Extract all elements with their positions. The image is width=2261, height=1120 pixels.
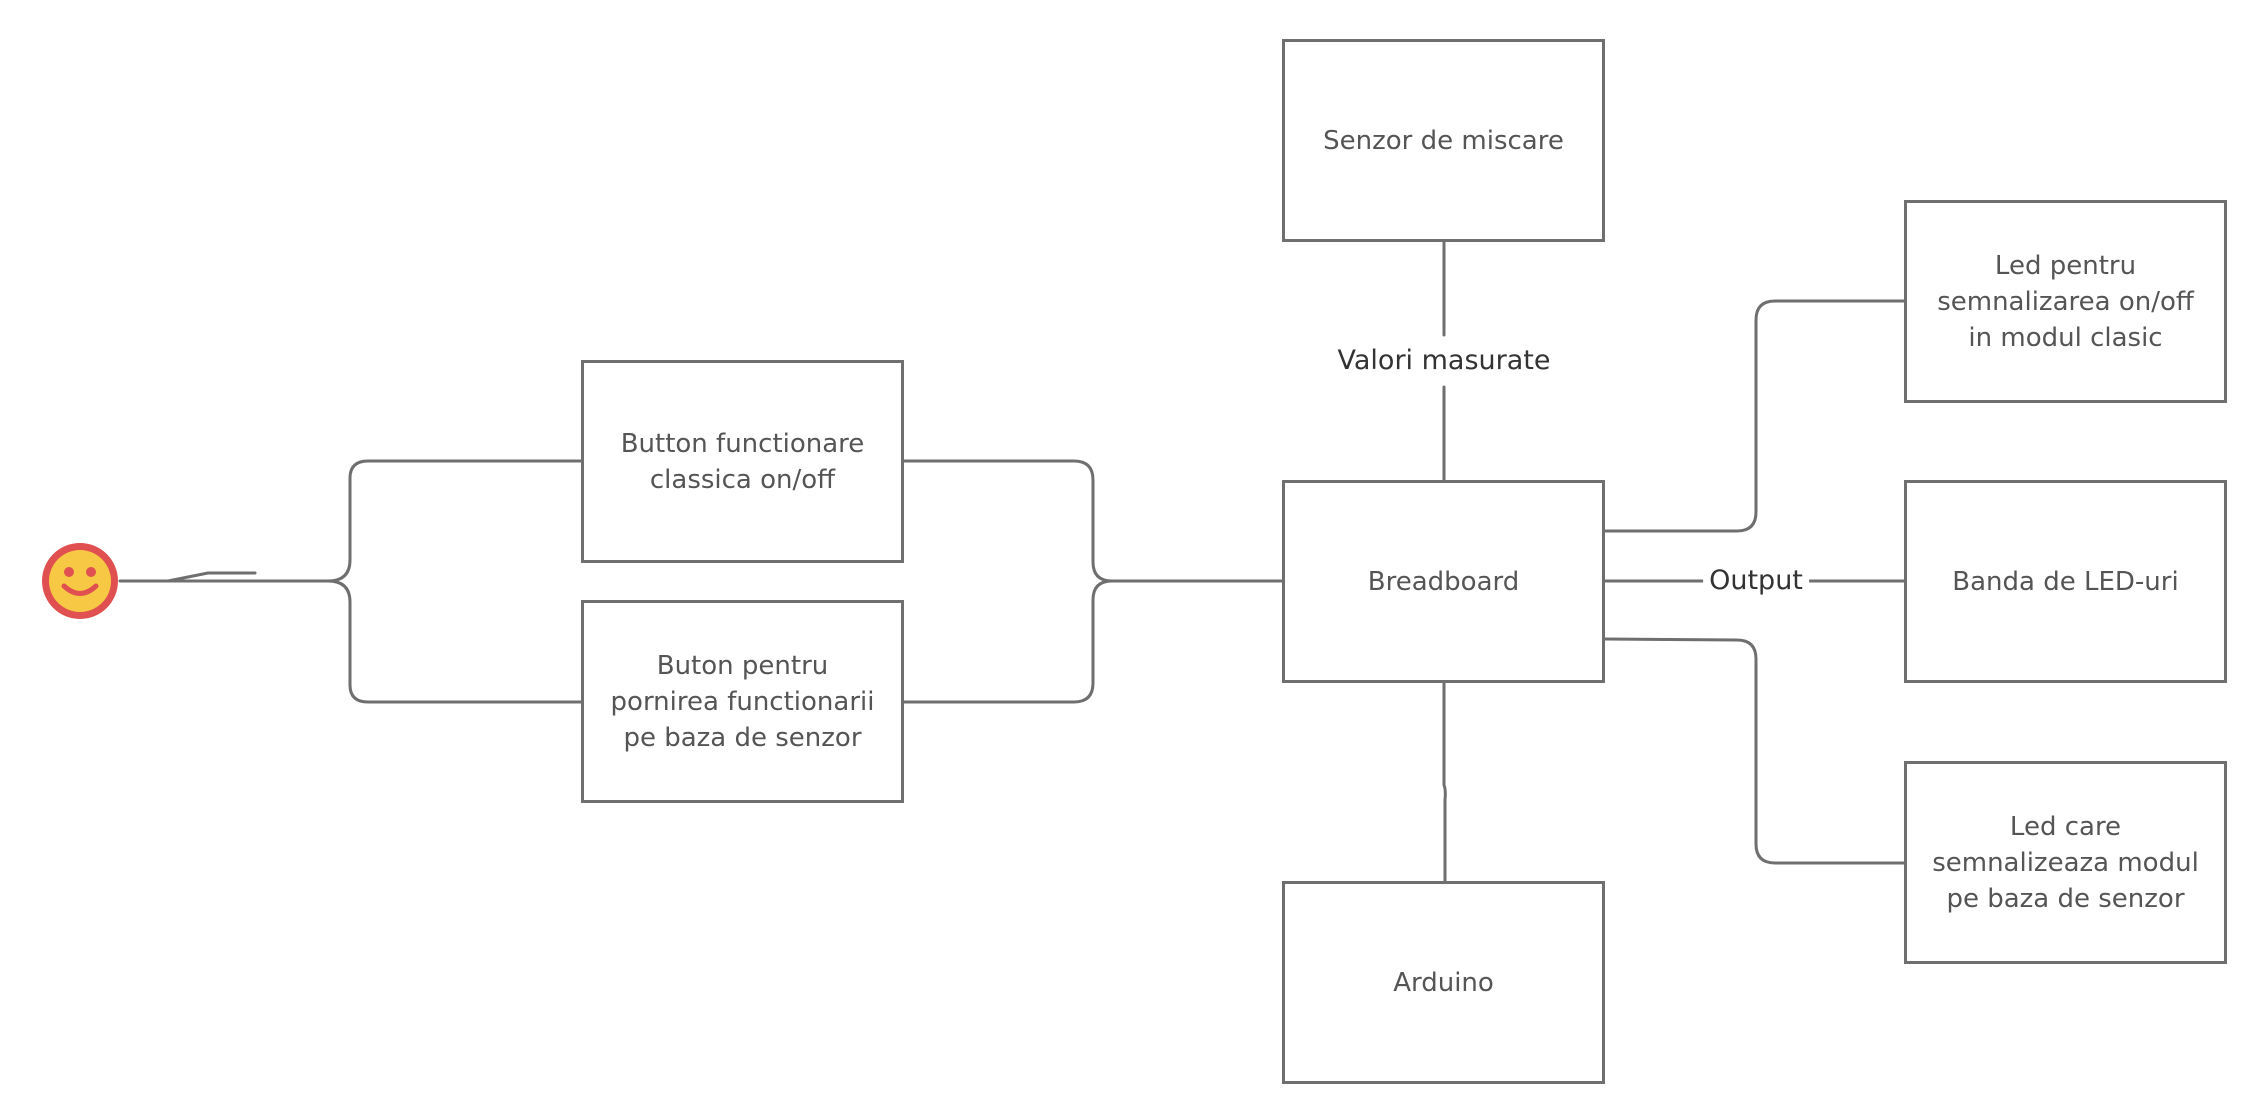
left-brace-connector bbox=[326, 459, 584, 583]
node-label: Senzor de miscare bbox=[1323, 125, 1564, 156]
node-label: Led care semnalizeaza modul pe baza de s… bbox=[1932, 811, 2199, 914]
node-breadboard[interactable]: Breadboard bbox=[1282, 480, 1605, 683]
node-buton-senzor[interactable]: Buton pentru pornirea functionarii pe ba… bbox=[581, 600, 904, 803]
edge-label-output: Output bbox=[1703, 564, 1809, 598]
node-button-functionare-clasica[interactable]: Button functionare classica on/off bbox=[581, 360, 904, 563]
left-brace-connector-lower bbox=[326, 579, 584, 704]
node-led-on-off[interactable]: Led pentru semnalizarea on/off in modul … bbox=[1904, 200, 2227, 403]
node-label: Button functionare classica on/off bbox=[620, 428, 865, 495]
right-brace-connector bbox=[900, 459, 1285, 583]
node-label: Banda de LED-uri bbox=[1952, 566, 2179, 597]
node-senzor-de-miscare[interactable]: Senzor de miscare bbox=[1282, 39, 1605, 242]
arduino-connector bbox=[1442, 679, 1447, 884]
node-arduino[interactable]: Arduino bbox=[1282, 881, 1605, 1084]
node-led-senzor[interactable]: Led care semnalizeaza modul pe baza de s… bbox=[1904, 761, 2227, 964]
edge-label-valori-masurate: Valori masurate bbox=[1331, 344, 1557, 378]
node-label: Buton pentru pornirea functionarii pe ba… bbox=[610, 650, 875, 753]
node-label: Breadboard bbox=[1367, 566, 1520, 597]
output-connector-bottom bbox=[1603, 637, 1908, 865]
right-brace-connector-lower bbox=[900, 579, 1114, 704]
output-connector-top bbox=[1603, 299, 1908, 533]
node-label: Led pentru semnalizarea on/off in modul … bbox=[1937, 250, 2194, 353]
actor-flag bbox=[166, 571, 257, 583]
node-label: Arduino bbox=[1393, 967, 1494, 998]
smiley-face-icon bbox=[42, 543, 118, 619]
node-banda-de-led[interactable]: Banda de LED-uri bbox=[1904, 480, 2227, 683]
